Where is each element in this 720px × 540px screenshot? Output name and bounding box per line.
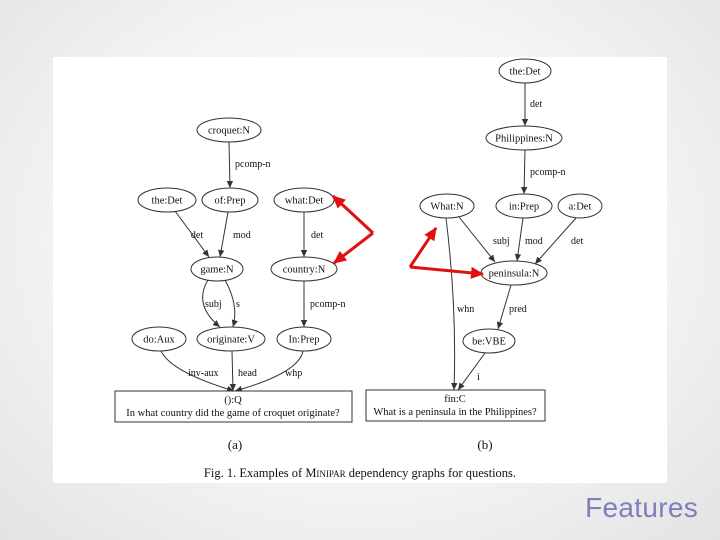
graph-a-edge-label-pcomp-n: pcomp-n [310, 299, 346, 310]
graph-a-node-label-the-det: the:Det [152, 196, 183, 207]
dependency-graphs-figure: croquet:N the:Det of:Prep what:Det game:N cou… [114, 58, 603, 480]
annotation-arrow-to-what-n [408, 227, 438, 268]
graph-a-node-do-aux [131, 326, 187, 352]
graph-b-edge-label-subj: subj [493, 236, 510, 247]
graph-a-edge-in-prep-to-q [234, 350, 304, 393]
graph-a-edge-label-subj: subj [205, 299, 222, 310]
graph-a-edge-label-whp: whp [285, 368, 302, 379]
graph-b-node-label-be-vbe: be:VBE [472, 337, 506, 348]
caption-prefix: Fig. 1. Examples of [204, 466, 305, 480]
graph-b-node-be-vbe [462, 328, 516, 354]
annotation-arrow-to-what-det [331, 194, 375, 235]
graph-a-edge-label-mod: mod [233, 230, 251, 241]
graph-a-root-box [114, 390, 353, 423]
graph-b-edge-in-prep-to-peninsula-n [514, 217, 524, 262]
graph-a-node-label-originate-v: originate:V [207, 335, 255, 346]
graph-a-edge-croquet-n-to-of-prep [226, 141, 234, 189]
graph-b-edge-philippines-n-to-in-prep [520, 149, 528, 195]
graph-b-node-a-det [557, 193, 603, 219]
annotation-arrow-to-peninsula-n [409, 265, 484, 279]
graph-a-node-country-n [270, 256, 338, 282]
graph-a-edge-label-inv-aux: inv-aux [188, 368, 219, 379]
graph-b-edge-be-vbe-to-fin-c [457, 352, 486, 391]
graph-a-node-game-n [190, 256, 244, 282]
graph-b-node-label-in-prep: in:Prep [509, 202, 539, 213]
graph-b-edge-label-i: i [477, 372, 480, 383]
caption-suffix: dependency graphs for questions. [346, 466, 516, 480]
graph-a-edge-do-aux-to-q [160, 350, 235, 393]
graph-b-root-label: fin:C [444, 394, 466, 405]
graph-b-node-label-the-det: the:Det [510, 67, 541, 78]
graph-b-root-sentence: What is a peninsula in the Philippines? [373, 407, 537, 418]
graph-b-edge-label-whn: whn [457, 304, 474, 315]
figure-caption: Fig. 1. Examples of Minipar dependency g… [204, 466, 516, 480]
graph-a-node-label-country-n: country:N [283, 265, 326, 276]
graph-b-edge-label-pcomp-n: pcomp-n [530, 167, 566, 178]
graph-b-node-philippines-n [485, 125, 563, 151]
graph-a-node-label-croquet-n: croquet:N [208, 126, 250, 137]
graph-b-edge-label-det: det [571, 236, 583, 247]
graph-b-node-in-prep [495, 193, 553, 219]
graph-a-edge-the-det-to-game-n [174, 210, 210, 258]
graph-a-root-sentence: In what country did the game of croquet … [126, 408, 340, 419]
graph-b-node-the-det [498, 58, 552, 84]
graph-a-node-label-game-n: game:N [200, 265, 234, 276]
graph-a-node-of-prep [201, 187, 259, 213]
graph-b-node-label-philippines-n: Philippines:N [495, 134, 553, 145]
graph-b-label: (b) [477, 437, 492, 452]
graph-a-edge-originate-v-to-q [229, 350, 237, 392]
graph-a-node-label-of-prep: of:Prep [215, 196, 246, 207]
graph-b-node-label-what-n: What:N [430, 202, 464, 213]
graph-b-node-label-a-det: a:Det [569, 202, 592, 213]
caption-smallcaps: Minipar [305, 466, 345, 480]
graph-a-edge-game-n-to-originate-v [202, 279, 221, 328]
graph-a-node-in-prep [276, 326, 332, 352]
graph-a-label: (a) [228, 437, 242, 452]
graph-a-node-the-det [137, 187, 197, 213]
graph-a-node-label-in-prep: In:Prep [289, 335, 320, 346]
graph-b-edge-peninsula-n-to-be-vbe [496, 284, 512, 330]
graph-b-edge-label-det: det [530, 99, 542, 110]
graph-b-edge-label-mod: mod [525, 236, 543, 247]
slide-title: Features [585, 492, 698, 523]
graph-b-edge-what-n-to-fin-c [445, 217, 458, 391]
graph-b-edge-label-pred: pred [509, 304, 527, 315]
graph-a-node-label-what-det: what:Det [285, 196, 324, 207]
graph-a-edge-label-pcomp-n: pcomp-n [235, 159, 271, 170]
graph-a-edge-label-s: s [236, 299, 240, 310]
graph-a-edge-label-det: det [191, 230, 203, 241]
annotation-arrow-to-country-n [333, 231, 374, 265]
graph-a-edge-label-det: det [311, 230, 323, 241]
graph-a-edge-game-n-to-originate-v [224, 279, 238, 328]
graph-a-edge-of-prep-to-game-n [218, 211, 229, 258]
graph-a-edge-label-head: head [238, 368, 257, 379]
graph-b-node-label-peninsula-n: peninsula:N [489, 269, 540, 280]
graph-b-node-what-n [419, 193, 475, 219]
graph-a-node-croquet-n [196, 117, 262, 143]
graph-b-root-box [365, 389, 546, 422]
graph-a-node-label-do-aux: do:Aux [143, 335, 175, 346]
graph-a-node-originate-v [196, 326, 266, 352]
graph-b-edge-a-det-to-peninsula-n [534, 217, 577, 265]
graph-a-root-label: ():Q [224, 395, 242, 406]
figure-panel: croquet:N the:Det of:Prep what:Det game:N cou… [53, 57, 667, 483]
graph-b-edge-what-n-to-peninsula-n [458, 216, 496, 263]
